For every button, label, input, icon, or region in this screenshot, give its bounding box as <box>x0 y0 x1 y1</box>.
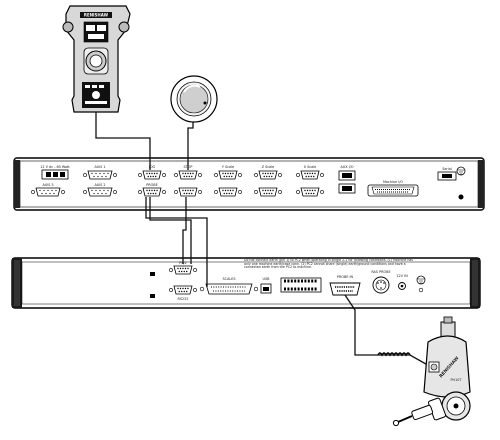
label-usb: USB <box>263 277 271 281</box>
label-axis3: AXIS 3 <box>42 183 53 187</box>
probe-head-model: PH10T <box>451 378 463 382</box>
label-axis2: AXIS 2 <box>94 183 105 187</box>
label-power-in: 12 V dc - 60 Watt <box>40 165 70 169</box>
label-head-probe: RAS PROBE <box>371 270 390 274</box>
cable-estop-stop <box>187 122 194 170</box>
coiled-cable <box>377 352 411 357</box>
stylus-tip <box>392 419 400 427</box>
label-rs232: RS232 <box>178 297 189 301</box>
label-x-scale: X Scale <box>304 165 317 169</box>
label-y-scale: Y Scale <box>222 165 234 169</box>
label-probe: PROBE <box>146 183 158 187</box>
label-z-scale: Z Scale <box>262 165 275 169</box>
serial-port <box>437 171 457 181</box>
label-dc-in: 12V IN <box>396 274 408 278</box>
cable-probe-ps2 <box>149 197 192 264</box>
power-connector <box>41 169 69 180</box>
upper-controller-unit: 12 V dc - 60 Watt AXIS 1 JOG STOP Y Scal… <box>13 157 485 211</box>
label-scales: SCALES <box>222 277 235 281</box>
machine-io-connector <box>367 184 419 197</box>
usb-port <box>260 283 272 294</box>
cable-probe-head <box>344 294 434 369</box>
label-probe-in: PROBE IN <box>337 275 354 279</box>
label-machine-io: Machine I/O <box>383 180 403 184</box>
lower-ground-terminal <box>416 275 426 293</box>
cables <box>95 112 434 369</box>
emergency-stop-button <box>170 75 218 123</box>
label-aux-io: AUX I/O <box>340 165 353 169</box>
cable-axis4-ps2 <box>182 197 187 264</box>
ground-terminal <box>456 166 466 176</box>
pendant-brand: RENISHAW <box>84 13 109 18</box>
warning-notice: Do not connect earth (pin 1) to PC2 when… <box>244 259 414 270</box>
probe-in-connector <box>329 282 361 296</box>
scales-connector <box>199 283 259 295</box>
lower-dro-unit: PS/2 RS232 SCALES USB Do not connect ear… <box>11 257 481 309</box>
mount-hole <box>458 194 464 200</box>
aux-io-ports <box>338 170 356 194</box>
terminal-block <box>280 277 322 293</box>
label-jog: JOG <box>148 165 156 169</box>
cable-probe-scales <box>145 197 208 287</box>
pendant-controller: RENISHAW <box>62 5 131 113</box>
dc-in-jack <box>398 282 406 290</box>
label-axis1: AXIS 1 <box>94 165 105 169</box>
label-serial: Serial <box>442 167 452 171</box>
cable-pendant-jog <box>95 112 151 170</box>
head-probe-socket <box>372 276 390 294</box>
probe-head: RENISHAW PH10T <box>392 316 471 427</box>
stylus <box>397 415 413 423</box>
